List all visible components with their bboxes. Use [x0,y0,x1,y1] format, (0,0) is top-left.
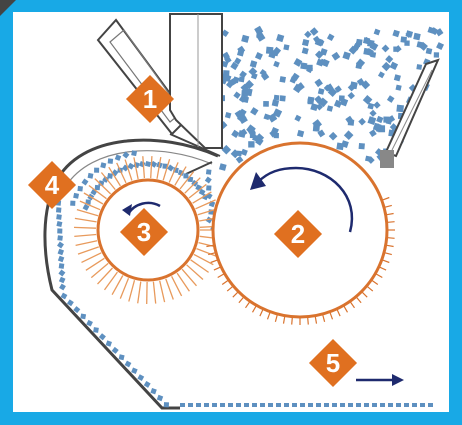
svg-text:3: 3 [137,217,151,247]
svg-text:4: 4 [45,170,60,200]
output-arrowhead [392,374,404,386]
corner-shadow [0,0,16,16]
marker-2: 2 [273,209,323,259]
hopper-gate [169,13,223,149]
large-drum-ticks [206,196,395,325]
svg-text:1: 1 [143,84,157,114]
svg-text:2: 2 [291,219,305,249]
housing-deflector [185,161,213,175]
large-drum-arrowhead [250,172,266,190]
marker-4: 4 [27,160,77,210]
scraper-blade [380,58,440,168]
marker-3: 3 [119,207,169,257]
housing-inner-line [65,150,213,187]
scraper-line [391,69,433,151]
drum-bristles [73,156,222,305]
large-drum-rotation-arrow [257,166,354,233]
marker-5: 5 [308,338,358,388]
marker-1: 1 [125,74,175,124]
scraper-tip [380,150,394,168]
particle-stream [55,150,217,408]
svg-text:5: 5 [326,348,340,378]
small-drum-arrowhead [122,204,132,216]
